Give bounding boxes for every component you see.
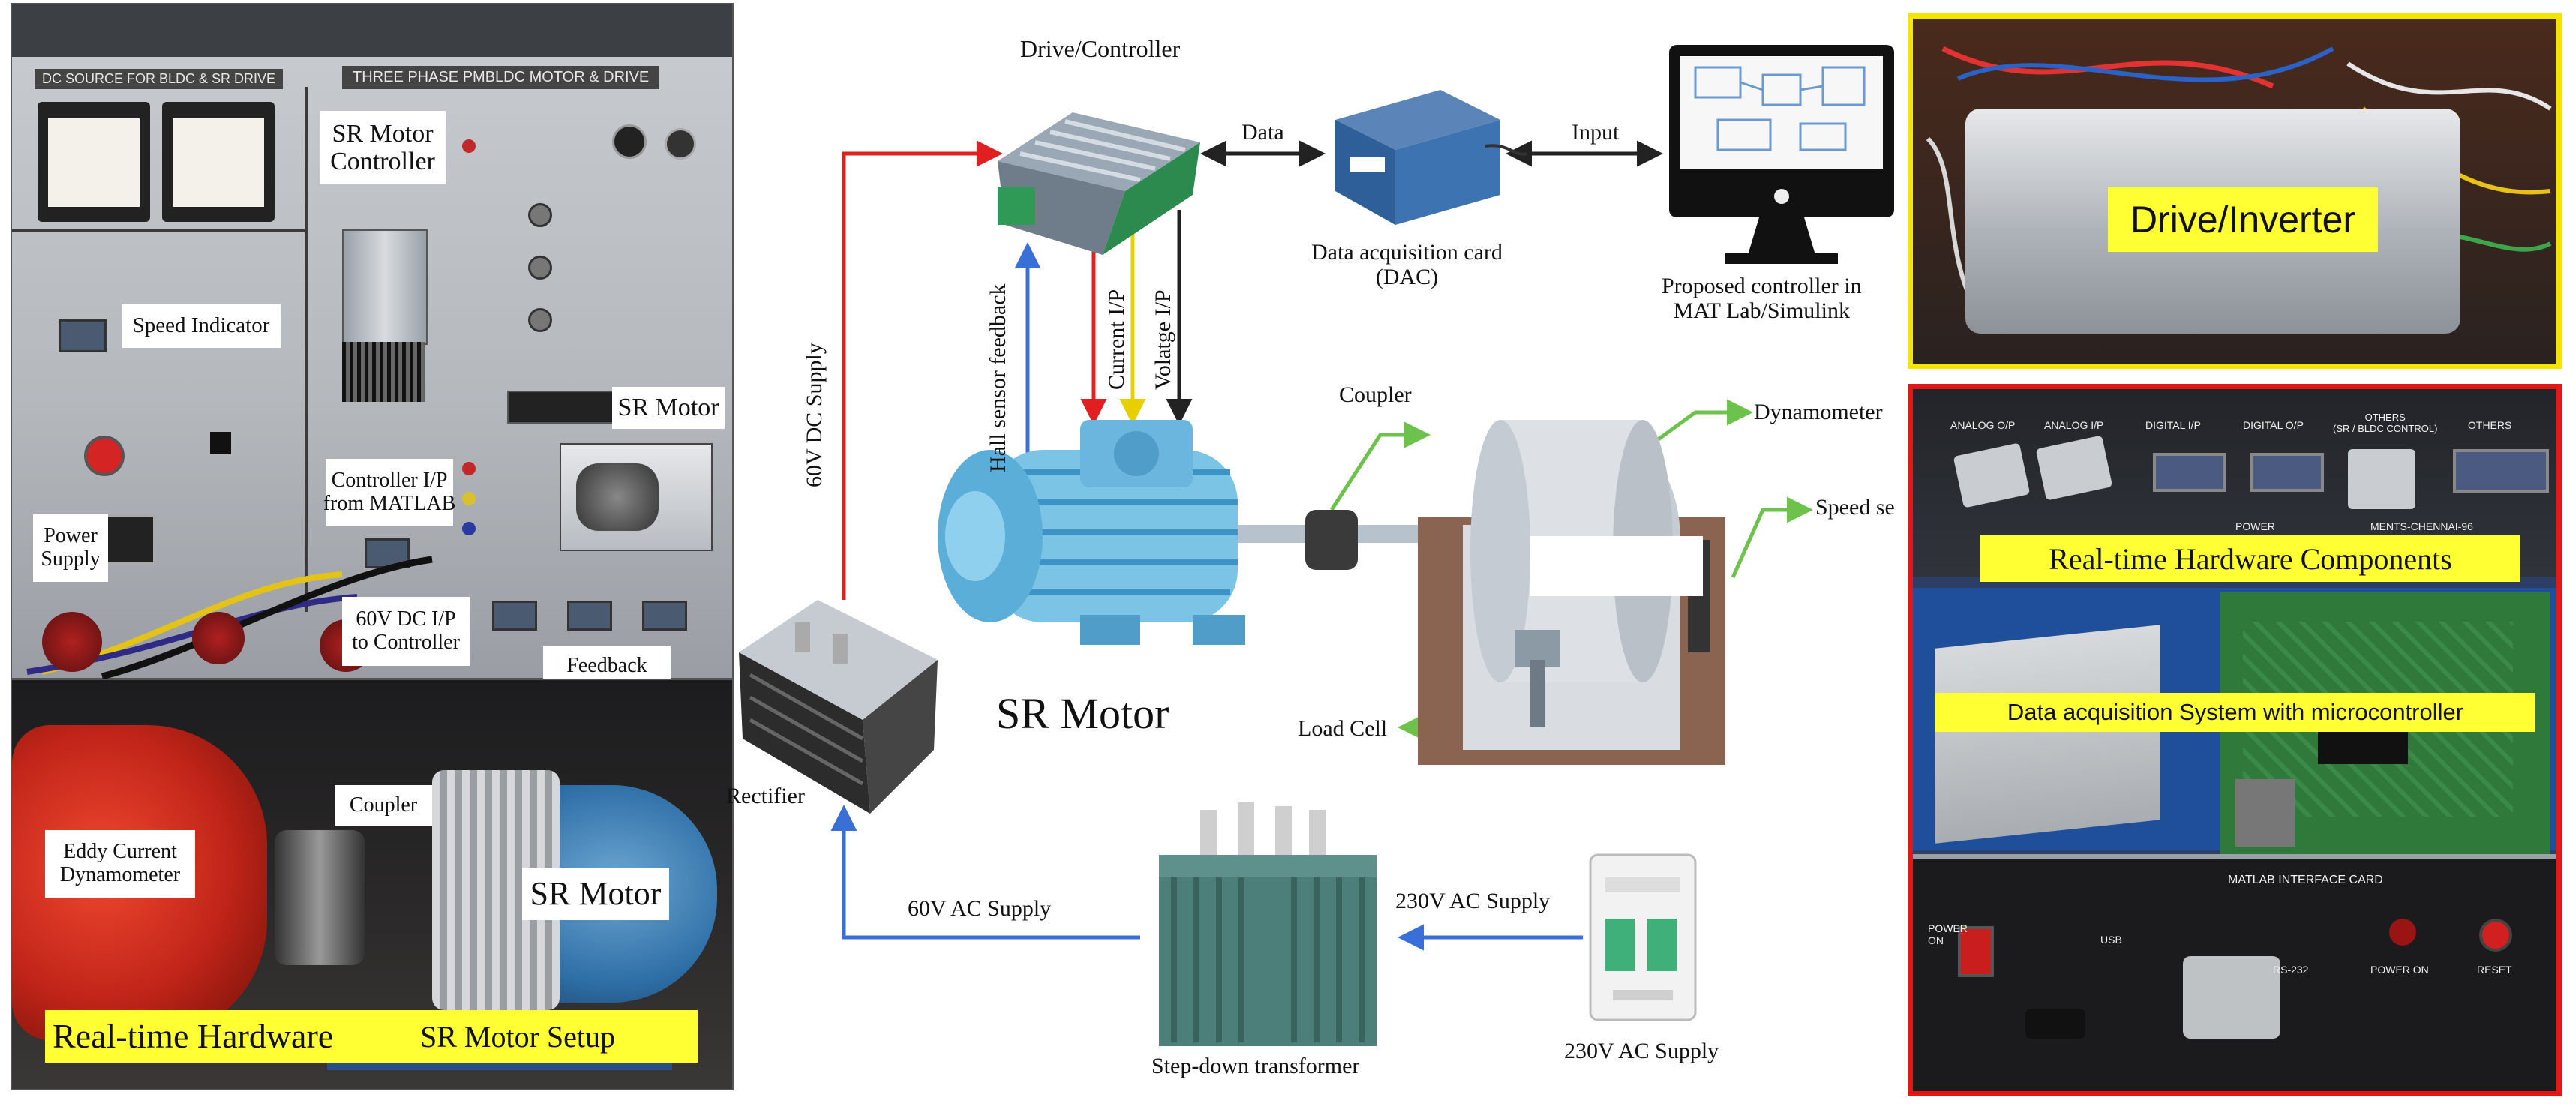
knob	[665, 128, 696, 160]
label-controller-ip: Controller I/P from MATLAB	[323, 459, 455, 526]
label-60v-dc-ip: 60V DC I/P to Controller	[342, 597, 470, 666]
rs232-connector	[2183, 956, 2280, 1039]
db9-port	[59, 319, 107, 352]
db9-port	[642, 601, 687, 631]
label-dac: Data acquisition card (DAC)	[1311, 240, 1503, 289]
label-60v-dc-supply: 60V DC Supply	[802, 343, 827, 487]
banner-drive-inverter: Drive/Inverter	[2108, 187, 2378, 252]
trainer-panel-photo: DC SOURCE FOR BLDC & SR DRIVE THREE PHAS…	[11, 3, 734, 686]
label-dynamometer: Dynamometer	[1754, 400, 1883, 424]
emergency-button	[84, 436, 125, 476]
tiny-others: OTHERS	[2468, 419, 2512, 431]
label-hall-sensor: Hall sensor feedback	[986, 283, 1010, 472]
db9-connector	[2348, 449, 2415, 509]
label-proposed-controller: Proposed controller in MAT Lab/Simulink	[1662, 274, 1862, 323]
step-down-transformer-image	[1159, 802, 1377, 1046]
ammeter	[162, 102, 275, 222]
leader-coupler	[1329, 421, 1431, 511]
daq-box	[1935, 625, 2160, 844]
tiny-digital-op: DIGITAL O/P	[2243, 419, 2304, 431]
usb-cable	[2025, 1009, 2085, 1039]
label-step-down-transformer: Step-down transformer	[1151, 1054, 1360, 1078]
reset-button	[2479, 919, 2512, 952]
panel-header-right: THREE PHASE PMBLDC MOTOR & DRIVE	[342, 66, 660, 89]
panel-header-left: DC SOURCE FOR BLDC & SR DRIVE	[35, 69, 284, 89]
rectifier-image	[739, 600, 938, 814]
tiny-power-on-left: POWER ON	[1928, 922, 1968, 946]
tiny-analog-ip: ANALOG I/P	[2044, 419, 2104, 431]
drive-controller-image	[998, 112, 1200, 255]
dac-device-image	[1335, 90, 1527, 225]
circuit-breaker-image	[1589, 853, 1697, 1021]
label-sr-motor: SR Motor	[612, 387, 725, 429]
label-speed-sensor: Speed se	[1815, 495, 1895, 520]
toggle-switch	[528, 308, 552, 332]
sr-motor-image	[560, 443, 713, 551]
coupler-illustration	[1305, 510, 1425, 570]
toggle-switch	[528, 203, 552, 227]
db9-port	[492, 601, 537, 631]
db9-connector	[2153, 453, 2226, 492]
label-data: Data	[1241, 120, 1284, 145]
tiny-analog-op: ANALOG O/P	[1950, 419, 2016, 431]
tiny-rs232: RS-232	[2273, 964, 2309, 976]
leader-speed-sensor	[1731, 496, 1813, 579]
power-rocker	[1958, 926, 1994, 977]
label-sr-motor-controller: SR Motor Controller	[320, 111, 446, 184]
db25-connector	[2453, 449, 2549, 493]
label-eddy-current: Eddy Current Dynamometer	[45, 830, 195, 898]
mask-box	[1530, 536, 1703, 596]
banner-text-hardware: Real-time Hardware	[53, 1017, 334, 1055]
tiny-digital-ip: DIGITAL I/P	[2145, 419, 2201, 431]
label-coupler-center: Coupler	[1339, 382, 1412, 407]
tiny-power-on-right: POWER ON	[2370, 964, 2429, 976]
drive-inverter-photo: Drive/Inverter	[1908, 13, 2562, 369]
voltmeter	[38, 102, 150, 222]
tiny-chennai: MENTS-CHENNAI-96	[2370, 520, 2473, 532]
label-voltage-ip: Volatge I/P	[1151, 289, 1175, 390]
sr-controller-unit	[342, 229, 428, 345]
label-230v-ac-top: 230V AC Supply	[1395, 889, 1551, 913]
label-coupler: Coupler	[335, 785, 432, 826]
knob	[612, 124, 647, 159]
banner-realtime-setup: Real-time Hardware SR Motor Setup	[45, 1010, 698, 1063]
banner-realtime-components: Real-time Hardware Components	[1980, 535, 2520, 582]
power-on-led	[2389, 919, 2416, 946]
tiny-matlab-card: MATLAB INTERFACE CARD	[2228, 874, 2383, 886]
db9-port	[567, 601, 612, 631]
label-input: Input	[1572, 120, 1620, 145]
banner-daq-system: Data acquisition System with microcontro…	[1935, 693, 2535, 732]
tiny-power: POWER	[2235, 520, 2275, 532]
label-power-supply: Power Supply	[33, 514, 108, 582]
db9-connector	[2250, 453, 2324, 492]
tiny-usb: USB	[2100, 934, 2122, 946]
tiny-others-sr: OTHERS (SR / BLDC CONTROL)	[2333, 412, 2438, 434]
hardware-components-photo: ANALOG O/P ANALOG I/P DIGITAL I/P DIGITA…	[1908, 384, 2562, 1096]
pc-monitor-image	[1669, 45, 1894, 264]
label-speed-indicator: Speed Indicator	[122, 304, 281, 348]
matlab-interface-card: MATLAB INTERFACE CARD POWER ON USB RS-23…	[1913, 854, 2556, 1091]
label-230v-ac-bottom: 230V AC Supply	[1564, 1039, 1719, 1063]
coupler-part	[275, 830, 365, 965]
motor-setup-photo: Eddy Current Dynamometer Coupler SR Moto…	[11, 679, 734, 1090]
label-rectifier: Rectifier	[726, 784, 805, 808]
banner-text-setup: SR Motor Setup	[420, 1020, 616, 1054]
label-60v-ac: 60V AC Supply	[908, 896, 1052, 921]
label-drive-controller: Drive/Controller	[1020, 35, 1181, 62]
power-switch	[105, 514, 156, 565]
label-sr-motor-setup-motor: SR Motor	[522, 868, 669, 920]
label-sr-motor-center: SR Motor	[996, 689, 1169, 738]
arrow-ac-supply	[830, 805, 1583, 951]
toggle-switch	[528, 256, 552, 280]
label-current-ip: Current I/P	[1104, 289, 1129, 390]
label-load-cell: Load Cell	[1298, 716, 1388, 741]
tiny-reset: RESET	[2477, 964, 2512, 976]
arrow-60v-dc-supply	[842, 140, 1003, 600]
